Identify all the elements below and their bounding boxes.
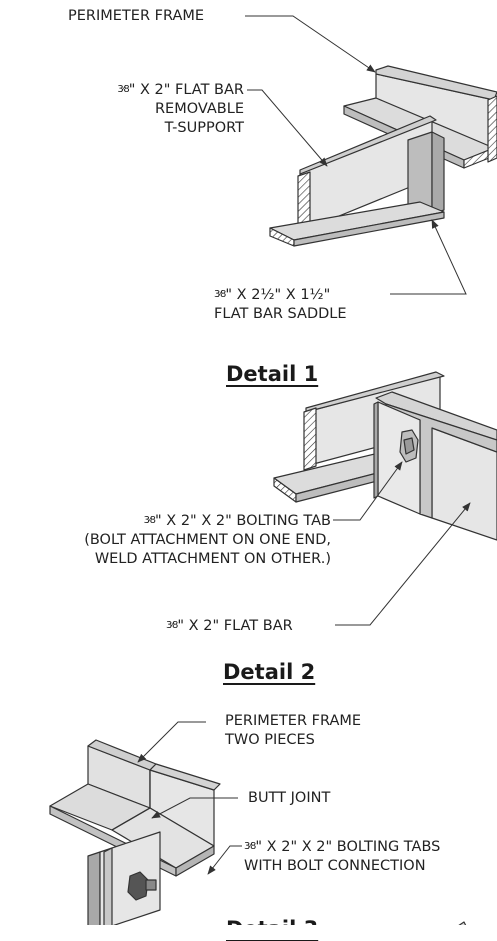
label-tsupport: 3⁄8" X 2" FLAT BAR REMOVABLE T-SUPPORT bbox=[58, 80, 244, 138]
label-perimeter-frame-two: PERIMETER FRAME TWO PIECES bbox=[225, 712, 361, 750]
label-butt-joint: BUTT JOINT bbox=[248, 790, 331, 806]
label-saddle-line1: " X 2½" X 1½" bbox=[225, 287, 331, 303]
bolting-tab-back bbox=[103, 847, 113, 931]
label-bolting-tabs: 3⁄8" X 2" X 2" BOLTING TABS WITH BOLT CO… bbox=[244, 837, 440, 876]
butt-joint-line bbox=[111, 807, 151, 831]
saddle-face bbox=[431, 131, 445, 215]
fraction-3-8: 3⁄8 bbox=[244, 841, 256, 852]
fraction-3-8: 3⁄8 bbox=[214, 289, 226, 300]
frame-end-cut bbox=[487, 95, 497, 163]
leader-tab bbox=[333, 461, 403, 521]
bolt-face bbox=[403, 437, 415, 455]
leader-tabs bbox=[207, 845, 242, 875]
detail2-title: Detail 2 bbox=[223, 660, 316, 684]
label-saddle-line2: FLAT BAR SADDLE bbox=[214, 306, 347, 322]
detail3-drawing bbox=[49, 739, 467, 935]
tsupport-web-top bbox=[299, 115, 437, 175]
page-bottom-crop bbox=[0, 925, 497, 937]
detail1-leaders bbox=[245, 15, 467, 295]
label-tsupport-line1: " X 2" FLAT BAR bbox=[128, 82, 244, 98]
label-bolting-tab: 3⁄8" X 2" X 2" BOLTING TAB (BOLT ATTACHM… bbox=[10, 511, 331, 569]
fraction-3-8: 3⁄8 bbox=[166, 620, 178, 631]
label-tsupport-line2: REMOVABLE bbox=[154, 101, 244, 117]
detail1-title: Detail 1 bbox=[226, 362, 319, 386]
label-tab-line2: (BOLT ATTACHMENT ON ONE END, bbox=[84, 532, 331, 548]
leader-flatbar bbox=[335, 502, 471, 626]
frame-web-cut bbox=[303, 407, 317, 471]
frame-flange-end bbox=[175, 845, 215, 877]
bolting-tab-edge bbox=[373, 401, 379, 499]
label-flat-bar: 3⁄8" X 2" FLAT BAR bbox=[166, 616, 293, 636]
detail3-leaders bbox=[137, 721, 242, 875]
tsupport-flange-edge bbox=[293, 211, 445, 247]
fraction-3-8: 3⁄8 bbox=[117, 84, 129, 95]
frame-web-top bbox=[375, 65, 497, 101]
leader-tsupport bbox=[247, 89, 328, 167]
bolt-head bbox=[127, 871, 149, 901]
label-tab-line1: " X 2" X 2" BOLTING TAB bbox=[155, 513, 331, 529]
bolting-tab-front bbox=[87, 851, 101, 935]
label-tabs-line1: " X 2" X 2" BOLTING TABS bbox=[255, 839, 441, 855]
label-tabs-line2: WITH BOLT CONNECTION bbox=[244, 858, 426, 874]
label-frame3-line1: PERIMETER FRAME bbox=[225, 713, 362, 729]
bolt-shank bbox=[145, 879, 157, 891]
label-flatbar-line1: " X 2" FLAT BAR bbox=[177, 618, 293, 634]
frame-web-top bbox=[305, 371, 445, 413]
detail1-drawing bbox=[269, 65, 497, 247]
label-perimeter-frame: PERIMETER FRAME bbox=[68, 8, 205, 24]
frame-right-leg-top bbox=[149, 763, 221, 791]
label-tab-line3: WELD ATTACHMENT ON OTHER.) bbox=[94, 551, 331, 567]
leader-saddle bbox=[390, 219, 467, 295]
flatbar-top bbox=[375, 391, 497, 441]
fraction-3-8: 3⁄8 bbox=[143, 515, 156, 526]
detail2-drawing bbox=[273, 371, 497, 541]
label-frame3-line2: TWO PIECES bbox=[225, 732, 315, 748]
detail2-leaders bbox=[333, 461, 471, 626]
label-tsupport-line3: T-SUPPORT bbox=[164, 120, 244, 136]
leader-frame bbox=[137, 721, 206, 763]
leader-butt bbox=[151, 797, 238, 819]
leader-frame bbox=[245, 15, 376, 73]
label-saddle: 3⁄8" X 2½" X 1½" FLAT BAR SADDLE bbox=[214, 285, 347, 324]
